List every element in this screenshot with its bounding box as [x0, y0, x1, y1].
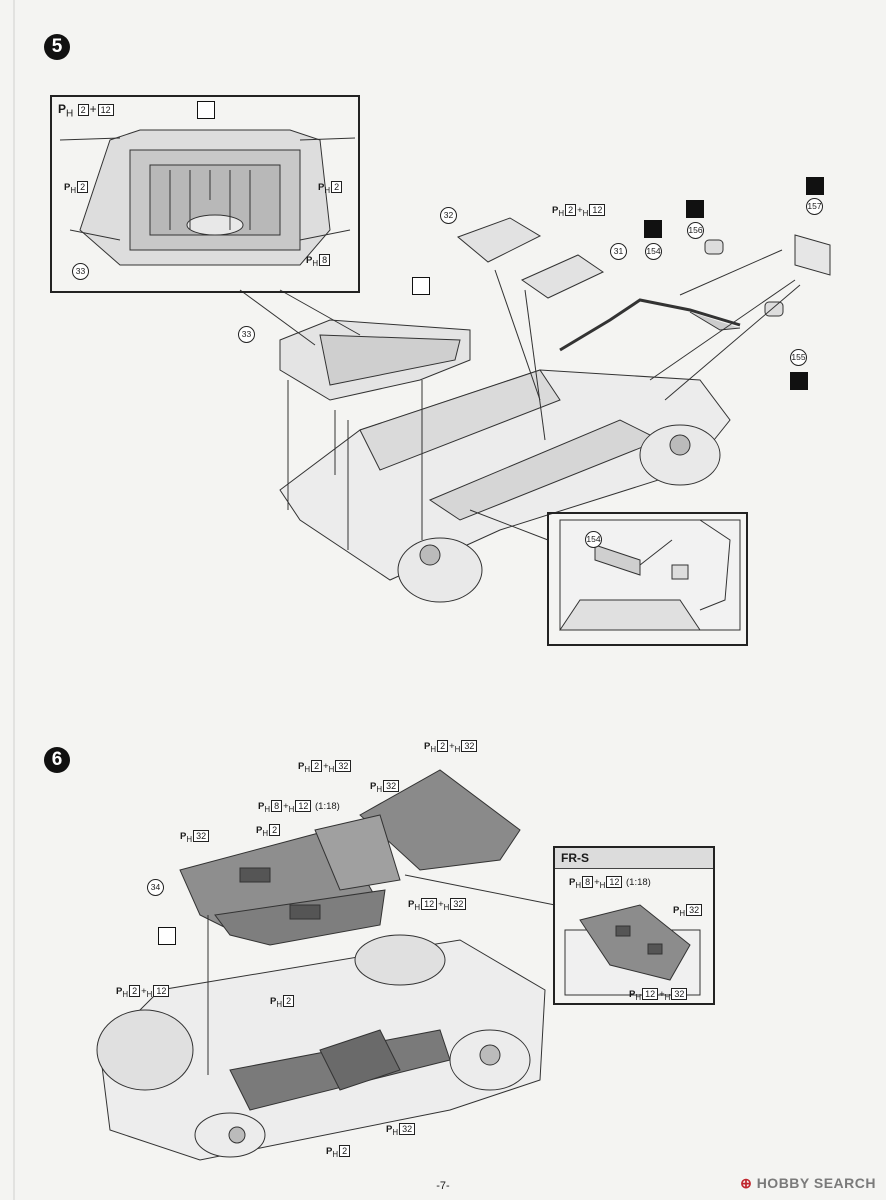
no-glue-icon: [412, 277, 430, 295]
step5-inset2-drawing: [559, 519, 741, 631]
part-number-34: 34: [147, 879, 164, 896]
part-number-154-inset: 154: [585, 531, 602, 548]
step-number-5: 5: [44, 34, 70, 60]
part-number-156: 156: [687, 222, 704, 239]
glue-icon-step6: [158, 927, 176, 945]
part-number-157: 157: [806, 198, 823, 215]
step6-drawing: [96, 769, 701, 1161]
cement-icon: [806, 177, 824, 195]
cement-icon: [644, 220, 662, 238]
step5-main-drawing: [239, 217, 831, 603]
step-number-6: 6: [44, 747, 70, 773]
part-number-154: 154: [645, 243, 662, 260]
part-number-31: 31: [610, 243, 627, 260]
paint-code-header: PH 2+12: [58, 103, 115, 120]
step5-inset-drawing: [59, 129, 356, 266]
watermark-logo-icon: ⊕: [740, 1175, 753, 1191]
part-number-33: 33: [72, 263, 89, 280]
watermark: ⊕ HOBBY SEARCH: [740, 1175, 876, 1191]
step5-lower-inset: 154: [547, 512, 748, 646]
page-number: -7-: [436, 1180, 450, 1192]
frs-inset-title: FR-S: [555, 848, 713, 869]
cement-icon: [790, 372, 808, 390]
cement-icon: [686, 200, 704, 218]
part-number-32: 32: [440, 207, 457, 224]
glue-icon: [197, 101, 215, 119]
part-number-155: 155: [790, 349, 807, 366]
part-number-33-main: 33: [238, 326, 255, 343]
